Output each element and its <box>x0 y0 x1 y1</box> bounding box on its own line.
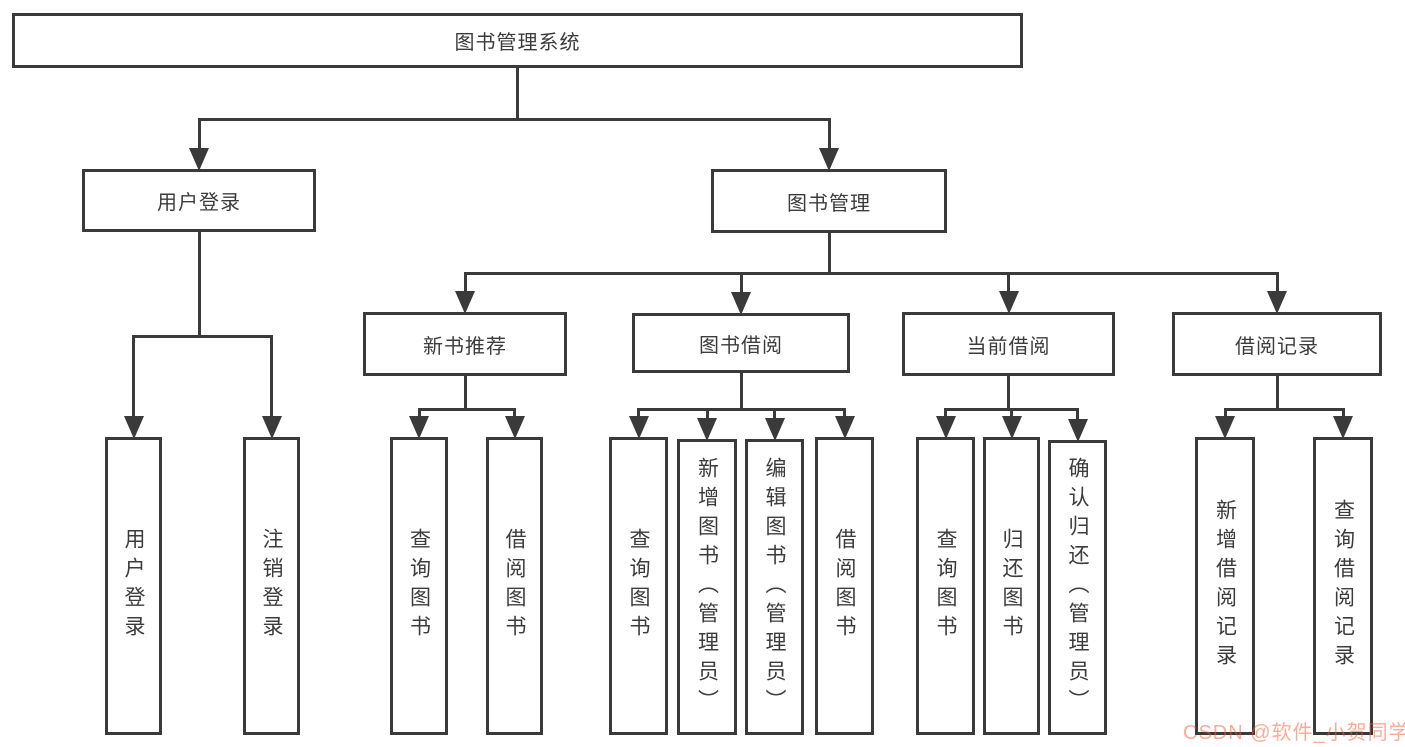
node-nb-query: 查询图书 <box>390 437 448 735</box>
connector-line <box>132 335 135 421</box>
connector-line <box>827 231 831 275</box>
node-label: 当前借阅 <box>966 335 1051 358</box>
connector-line <box>773 408 776 423</box>
connector-line <box>739 371 743 411</box>
node-label: 新书推荐 <box>423 335 507 358</box>
connector-line <box>463 272 467 296</box>
connector-line <box>1223 408 1345 411</box>
arrow-down-icon <box>189 148 209 171</box>
node-login: 用户登录 <box>105 437 162 735</box>
node-bb-borrow: 借阅图书 <box>815 437 874 735</box>
arrow-down-icon <box>455 291 475 314</box>
connector-line <box>1341 408 1345 421</box>
arrow-down-icon <box>261 416 282 439</box>
connector-line <box>516 66 519 121</box>
node-br-add: 新增借阅记录 <box>1195 437 1255 735</box>
node-label: 借阅图书 <box>833 528 856 644</box>
connector-line <box>637 408 846 411</box>
arrow-down-icon <box>1333 416 1353 439</box>
arrow-down-icon <box>764 418 785 441</box>
connector-line <box>1007 374 1010 411</box>
arrow-down-icon <box>731 292 751 315</box>
connector-line <box>1007 272 1010 296</box>
node-bb-add: 新增图书（管理员） <box>677 439 737 735</box>
connector-line <box>1223 408 1227 421</box>
arrow-down-icon <box>1267 291 1287 314</box>
node-br-query: 查询借阅记录 <box>1313 437 1373 735</box>
connector-line <box>637 408 640 421</box>
node-label: 图书管理系统 <box>454 32 581 54</box>
node-label: 用户登录 <box>122 528 145 644</box>
connector-line <box>1010 408 1013 421</box>
node-cb-return: 归还图书 <box>983 437 1040 735</box>
node-label: 新增借阅记录 <box>1213 499 1237 673</box>
connector-line <box>705 408 709 423</box>
node-new-book-rec: 新书推荐 <box>363 312 567 376</box>
node-label: 图书管理 <box>787 192 871 215</box>
node-label: 注销登录 <box>260 528 283 644</box>
csdn-watermark: CSDN @软件_小贺同学 <box>1183 722 1405 744</box>
connector-line <box>1275 374 1279 411</box>
node-label: 查询借阅记录 <box>1331 499 1355 673</box>
arrow-down-icon <box>1001 416 1022 439</box>
node-bb-edit: 编辑图书（管理员） <box>745 439 804 735</box>
node-book-mgmt: 图书管理 <box>711 169 947 233</box>
node-label: 借阅图书 <box>503 528 526 644</box>
arrow-down-icon <box>504 416 525 439</box>
connector-line <box>270 335 273 421</box>
connector-line <box>197 230 201 338</box>
connector-line <box>197 118 831 121</box>
connector-line <box>513 408 516 421</box>
node-label: 查询图书 <box>934 528 957 644</box>
arrow-down-icon <box>998 291 1019 314</box>
arrow-down-icon <box>1067 419 1088 442</box>
connector-line <box>463 374 467 411</box>
node-label: 用户登录 <box>157 192 241 214</box>
arrow-down-icon <box>409 416 429 439</box>
arrow-down-icon <box>834 416 855 439</box>
connector-line <box>197 118 201 153</box>
connector-line <box>132 335 273 338</box>
connector-line <box>1076 408 1079 424</box>
connector-line <box>944 408 947 421</box>
node-label: 借阅记录 <box>1235 335 1319 358</box>
connector-line <box>739 272 743 297</box>
connector-line <box>463 272 1279 275</box>
node-label: 确认归还（管理员） <box>1066 457 1089 718</box>
arrow-down-icon <box>123 416 144 439</box>
arrow-down-icon <box>628 416 649 439</box>
node-current-borrow: 当前借阅 <box>902 312 1115 376</box>
node-label: 查询图书 <box>627 528 650 644</box>
node-label: 编辑图书（管理员） <box>763 456 786 718</box>
connector-line <box>827 118 831 153</box>
node-cb-confirm: 确认归还（管理员） <box>1048 440 1107 735</box>
connector-line <box>417 408 516 411</box>
node-label: 图书借阅 <box>699 334 783 357</box>
node-borrow-record: 借阅记录 <box>1172 312 1382 376</box>
arrow-down-icon <box>819 148 839 171</box>
connector-line <box>417 408 421 421</box>
arrow-down-icon <box>697 418 717 441</box>
node-book-borrow: 图书借阅 <box>632 313 850 373</box>
node-logout: 注销登录 <box>243 437 300 735</box>
arrow-down-icon <box>935 416 956 439</box>
node-label: 查询图书 <box>407 528 431 644</box>
connector-line <box>843 408 846 421</box>
node-label: 归还图书 <box>1000 528 1023 644</box>
node-bb-query: 查询图书 <box>609 437 668 735</box>
arrow-down-icon <box>1215 416 1235 439</box>
node-nb-borrow: 借阅图书 <box>486 437 543 735</box>
node-label: 新增图书（管理员） <box>695 456 719 718</box>
node-root: 图书管理系统 <box>12 13 1023 68</box>
node-cb-query: 查询图书 <box>916 437 975 735</box>
connector-line <box>1275 272 1279 296</box>
node-user-login: 用户登录 <box>82 169 316 232</box>
